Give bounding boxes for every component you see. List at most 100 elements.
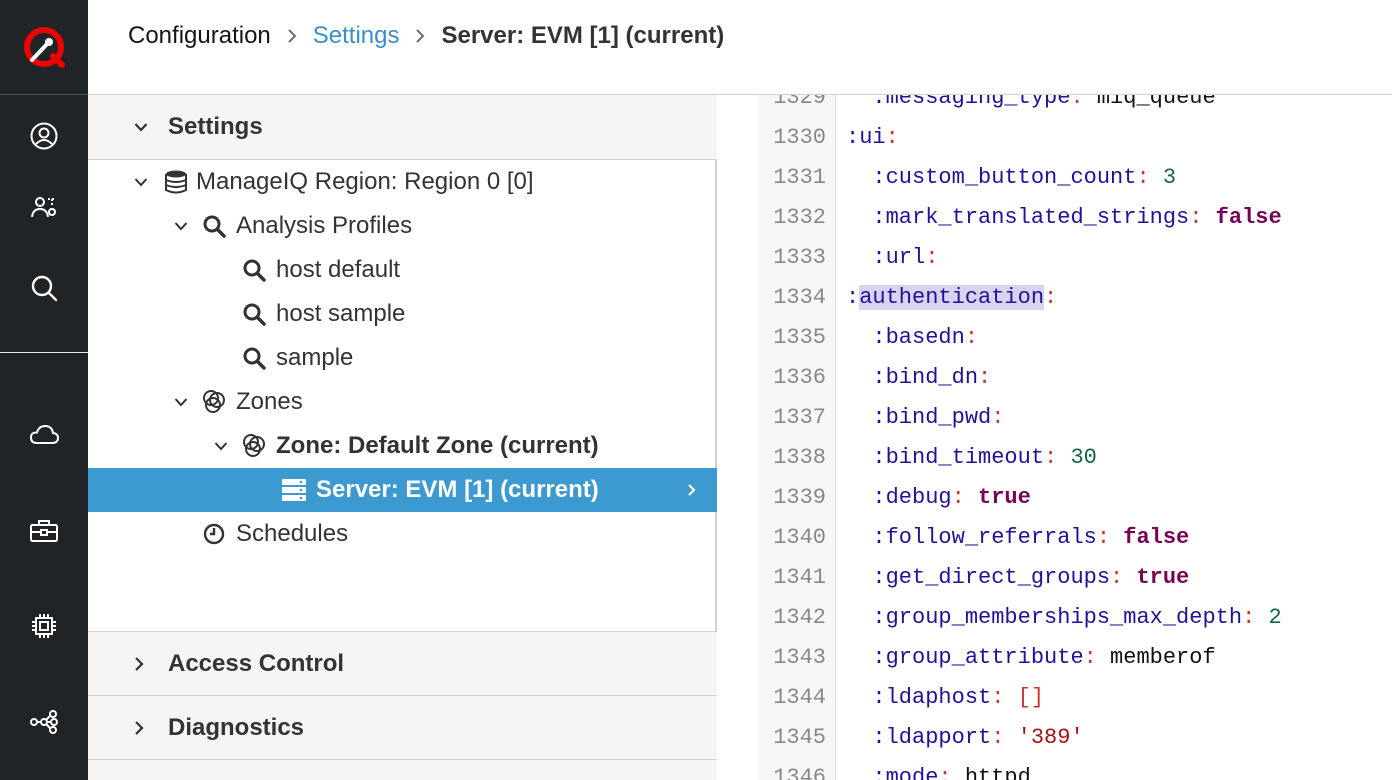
line-number: 1330: [773, 124, 826, 150]
code-text: :ldaphost: []: [872, 684, 1045, 710]
chevron-right-icon: [134, 720, 148, 736]
nav-divider: [0, 352, 88, 353]
code-text: :follow_referrals: false: [872, 524, 1190, 550]
code-text: :bind_dn:: [872, 364, 992, 390]
code-line: 1346 :mode: httpd: [758, 757, 1392, 780]
code-line: 1331 :custom_button_count: 3: [758, 157, 1392, 197]
search-icon: [240, 292, 268, 336]
tree-node-zones[interactable]: Zones: [88, 380, 717, 424]
line-number: 1337: [773, 404, 826, 430]
toolbox-icon: [30, 520, 58, 542]
nav-item-automation[interactable]: [0, 503, 88, 559]
tree-node-analysis-profiles[interactable]: Analysis Profiles: [88, 204, 717, 248]
nav-item-settings[interactable]: [0, 694, 88, 750]
code-line: 1329 :messaging_type: miq_queue: [758, 95, 1392, 117]
code-text: :basedn:: [872, 324, 979, 350]
code-line: 1330 :ui:: [758, 117, 1392, 157]
tree-node-label: Zones: [236, 388, 303, 415]
nav-item-search[interactable]: [0, 260, 88, 316]
nav-item-compute[interactable]: [0, 407, 88, 463]
line-number: 1334: [773, 284, 826, 310]
code-text: :group_attribute: memberof: [872, 644, 1216, 670]
line-number: 1342: [773, 604, 826, 630]
nav-item-control[interactable]: [0, 598, 88, 654]
breadcrumb-settings-link[interactable]: Settings: [312, 22, 400, 49]
code-line: 1341 :get_direct_groups: true: [758, 557, 1392, 597]
manageiq-logo[interactable]: [0, 0, 88, 94]
accordion-settings-header[interactable]: Settings: [88, 95, 717, 160]
line-number: 1340: [773, 524, 826, 550]
code-line: 1333 :url:: [758, 237, 1392, 277]
code-line: 1337 :bind_pwd:: [758, 397, 1392, 437]
tree-node-label: sample: [276, 344, 354, 371]
tree-node-profile[interactable]: host default: [88, 248, 717, 292]
breadcrumb-current: Server: EVM [1] (current): [441, 22, 725, 49]
accordion-settings-label: Settings: [168, 113, 263, 140]
search-icon: [240, 248, 268, 292]
line-number: 1329: [773, 95, 826, 110]
code-text: :url:: [872, 244, 939, 270]
line-number: 1332: [773, 204, 826, 230]
code-text: :bind_pwd:: [872, 404, 1005, 430]
tree-node-schedules[interactable]: Schedules: [88, 512, 717, 556]
code-line: 1332 :mark_translated_strings: false: [758, 197, 1392, 237]
accordion-diagnostics-label: Diagnostics: [168, 713, 305, 741]
chevron-down-icon[interactable]: [172, 380, 190, 424]
accordion-diagnostics-header[interactable]: Diagnostics: [88, 695, 717, 760]
tree-node-server-selected[interactable]: Server: EVM [1] (current): [88, 468, 717, 512]
zones-icon: [240, 424, 268, 468]
tree-node-label: Server: EVM [1] (current): [316, 476, 599, 503]
tree-node-profile[interactable]: sample: [88, 336, 717, 380]
chip-icon: [32, 614, 56, 638]
vertical-nav: [0, 0, 88, 780]
server-icon: [280, 468, 308, 512]
line-number: 1336: [773, 364, 826, 390]
tree-node-profile[interactable]: host sample: [88, 292, 717, 336]
settings-accordion: Settings ManageIQ Region: Region 0 [0]: [88, 95, 717, 780]
code-text: :bind_timeout: 30: [872, 444, 1097, 470]
chevron-down-icon[interactable]: [172, 204, 190, 248]
code-text: :group_memberships_max_depth: 2: [872, 604, 1282, 630]
clock-icon: [200, 512, 228, 556]
code-line: 1339 :debug: true: [758, 477, 1392, 517]
tree-node-region[interactable]: ManageIQ Region: Region 0 [0]: [88, 160, 717, 204]
search-icon: [240, 336, 268, 380]
zones-icon: [200, 380, 228, 424]
network-icon: [30, 710, 58, 734]
user-circle-icon: [30, 122, 58, 150]
code-line: 1344 :ldaphost: []: [758, 677, 1392, 717]
nav-item-services[interactable]: [0, 180, 88, 236]
code-line: 1340 :follow_referrals: false: [758, 517, 1392, 557]
chevron-right-icon: [287, 28, 297, 44]
chevron-right-icon: [687, 468, 697, 512]
code-text: :get_direct_groups: true: [872, 564, 1190, 590]
database-icon: [162, 160, 190, 204]
line-number: 1343: [773, 644, 826, 670]
accordion-access-control-header[interactable]: Access Control: [88, 631, 717, 696]
code-text: :ui:: [846, 124, 899, 150]
code-text: :mode: httpd: [872, 764, 1031, 780]
accordion-next-header[interactable]: [88, 759, 717, 780]
chevron-down-icon[interactable]: [212, 424, 230, 468]
page-header: Configuration Settings Server: EVM [1] (…: [88, 0, 1392, 95]
chevron-right-icon: [134, 656, 148, 672]
line-number: 1331: [773, 164, 826, 190]
code-text: :messaging_type: miq_queue: [872, 95, 1216, 110]
line-number: 1333: [773, 244, 826, 270]
line-number-gutter: [758, 95, 836, 780]
code-line: 1335 :basedn:: [758, 317, 1392, 357]
tree-node-label: Zone: Default Zone (current): [276, 432, 599, 459]
tree-node-default-zone[interactable]: Zone: Default Zone (current): [88, 424, 717, 468]
code-text: :mark_translated_strings: false: [872, 204, 1282, 230]
chevron-down-icon[interactable]: [132, 160, 150, 204]
line-number: 1345: [773, 724, 826, 750]
code-text: :custom_button_count: 3: [872, 164, 1177, 190]
line-number: 1338: [773, 444, 826, 470]
nav-item-overview[interactable]: [0, 108, 88, 164]
accordion-access-control-label: Access Control: [168, 649, 345, 677]
code-line: 1334:authentication:: [758, 277, 1392, 317]
tree-node-label: host sample: [276, 300, 406, 327]
users-icon: [31, 197, 56, 218]
tree-node-label: Schedules: [236, 520, 349, 547]
